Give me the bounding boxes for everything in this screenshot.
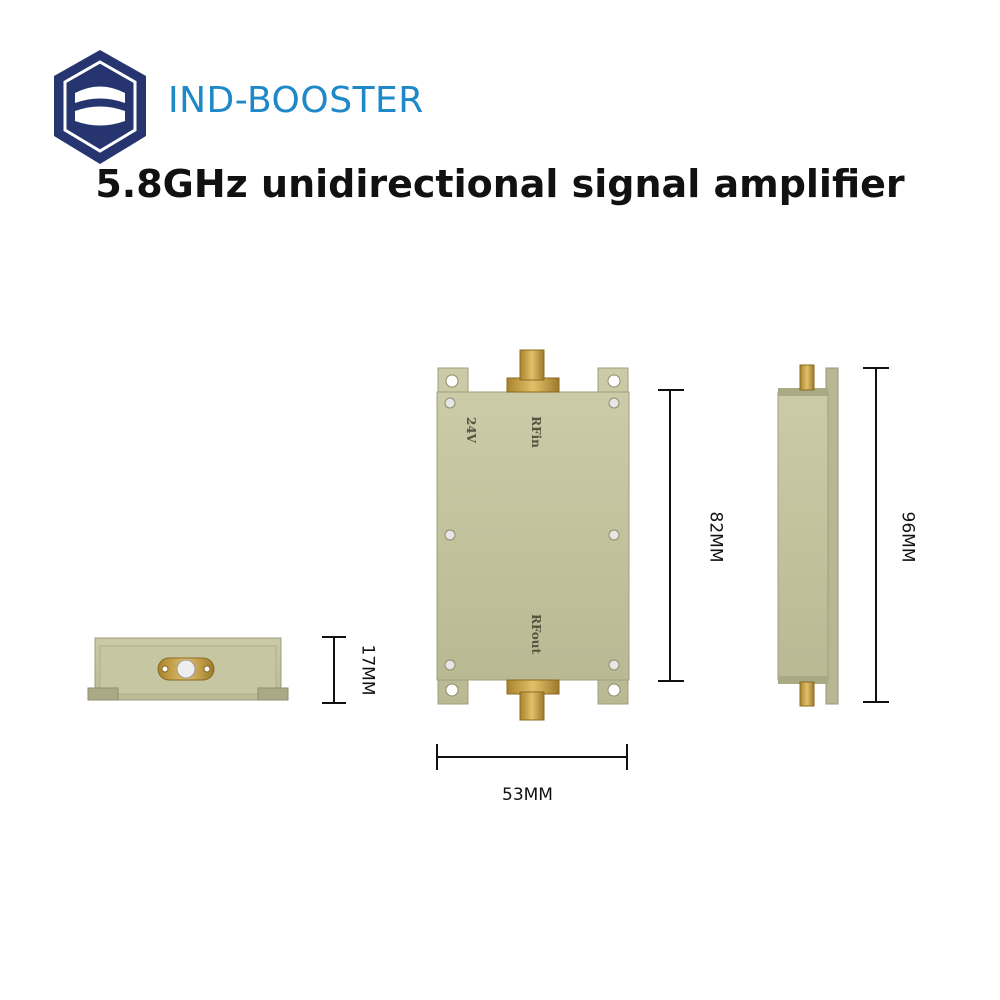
side-connector [176, 659, 196, 679]
long-side-top-connector [799, 364, 815, 391]
logo-b-mark [75, 86, 125, 103]
rf-in-label: RFin [529, 416, 543, 448]
rf-out-label: RFout [529, 614, 543, 655]
rf-in-connector [519, 349, 545, 381]
dimension-17mm [322, 636, 346, 704]
brand-name: IND-BOOSTER [168, 80, 424, 121]
power-label: 24V [464, 417, 478, 444]
dimension-label-82mm: 82MM [705, 511, 726, 563]
page-title: 5.8GHz unidirectional signal amplifier [95, 162, 905, 206]
dimension-label-17mm: 17MM [357, 644, 378, 696]
dimension-label-53mm: 53MM [502, 785, 553, 805]
long-side-view [777, 364, 839, 707]
dimension-label-96mm: 96MM [897, 511, 918, 563]
dimension-53mm [436, 744, 628, 770]
side-view [87, 637, 289, 701]
top-view: 24V RFin RFout [436, 349, 630, 721]
dimension-82mm [658, 389, 684, 682]
rf-out-connector [519, 691, 545, 721]
dimension-96mm [863, 367, 889, 703]
brand-logo [54, 50, 146, 164]
long-side-bottom-connector [799, 681, 815, 707]
